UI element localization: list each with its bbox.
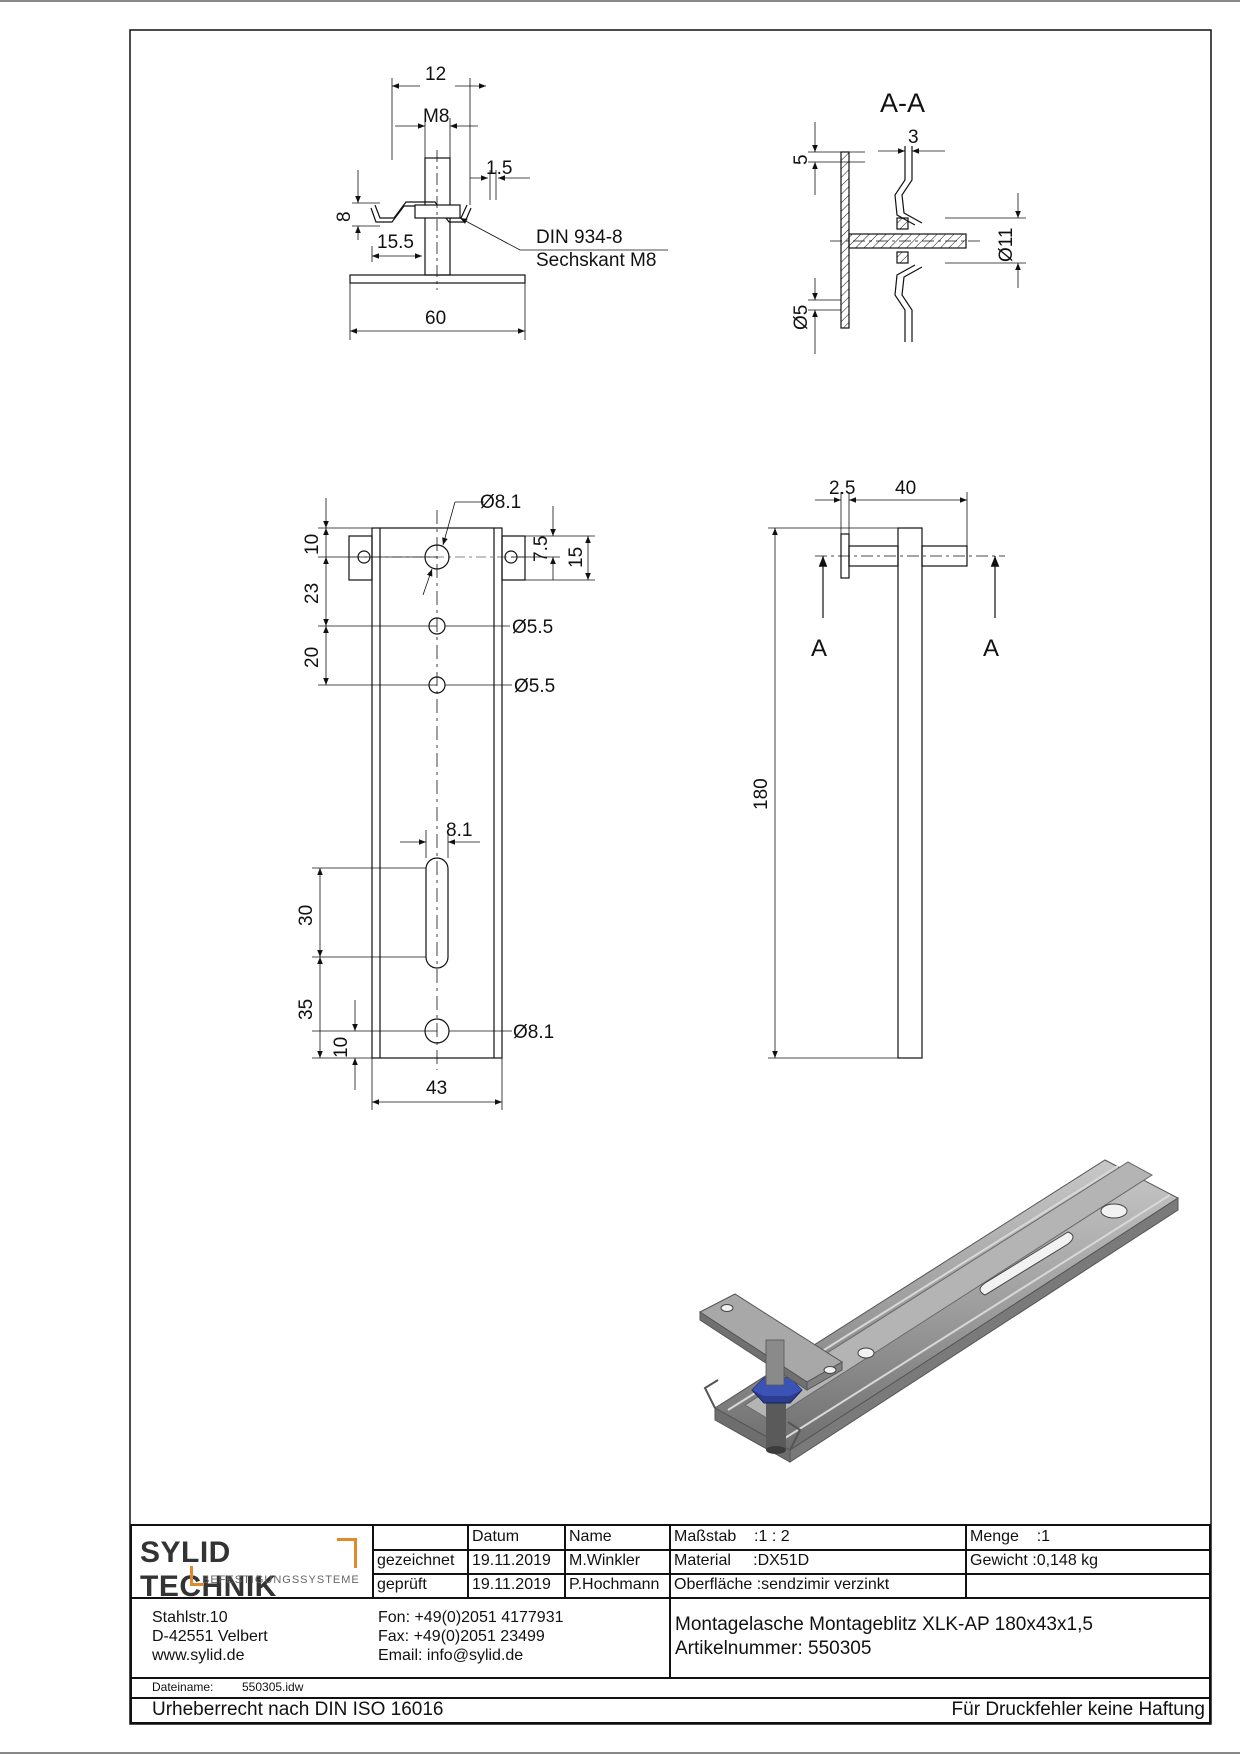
dim-side-plate: 2.5 bbox=[829, 478, 855, 499]
product-title: Montagelasche Montageblitz XLK-AP 180x43… bbox=[675, 1614, 1093, 1635]
dim-top-plate: 60 bbox=[425, 308, 446, 329]
dim-section-hole: Ø5 bbox=[791, 305, 812, 330]
dim-front-hole-mid-2: Ø5.5 bbox=[514, 676, 555, 697]
row-drawn-date: 19.11.2019 bbox=[472, 1552, 551, 1569]
title-block: SYLID TECHNIK BEFESTIGUNGSSYSTEME Datum … bbox=[130, 1524, 1211, 1724]
dim-front-edge-bottom: 10 bbox=[331, 1037, 352, 1058]
logo-tagline: BEFESTIGUNGSSYSTEME bbox=[202, 1574, 360, 1586]
row-checked-label: geprüft bbox=[377, 1576, 427, 1593]
header-name: Name bbox=[569, 1528, 612, 1545]
dim-front-spacing-2: 20 bbox=[302, 647, 323, 668]
dim-section-bolt: Ø11 bbox=[996, 227, 1017, 262]
top-view bbox=[349, 78, 668, 340]
row-checked-name: P.Hochmann bbox=[569, 1576, 660, 1593]
dim-side-length: 180 bbox=[751, 778, 772, 810]
callout-nut-standard: DIN 934-8 bbox=[536, 227, 623, 248]
prop-scale: Maßstab :1 : 2 bbox=[674, 1528, 790, 1545]
dim-side-bolt: 40 bbox=[895, 478, 916, 499]
row-drawn-name: M.Winkler bbox=[569, 1552, 641, 1569]
dim-front-tab-half: 7.5 bbox=[531, 536, 552, 562]
dim-front-tab: 15 bbox=[566, 547, 587, 568]
product-number: Artikelnummer: 550305 bbox=[675, 1638, 872, 1659]
company-logo: SYLID TECHNIK BEFESTIGUNGSSYSTEME bbox=[132, 1526, 372, 1603]
contact-fax: Fax: +49(0)2051 23499 bbox=[378, 1628, 545, 1645]
side-view-labels: 2.5 40 180 A A bbox=[751, 478, 999, 810]
section-mark-left: A bbox=[811, 635, 827, 662]
address-web: www.sylid.de bbox=[152, 1647, 245, 1664]
filename-label: Dateiname: bbox=[152, 1680, 214, 1694]
dim-section-thickness: 3 bbox=[908, 127, 919, 148]
contact-email: Email: info@sylid.de bbox=[378, 1647, 524, 1664]
dim-front-spacing-3: 35 bbox=[296, 999, 317, 1020]
side-view bbox=[768, 492, 1005, 1059]
address-street: Stahlstr.10 bbox=[152, 1609, 228, 1626]
dim-front-hole-top: Ø8.1 bbox=[480, 492, 521, 513]
dim-top-thread: M8 bbox=[423, 106, 449, 127]
section-mark-right: A bbox=[983, 635, 999, 662]
dim-top-flange: 15.5 bbox=[377, 232, 414, 253]
row-drawn-label: gezeichnet bbox=[377, 1552, 455, 1569]
top-view-labels: 12 M8 1.5 8 15.5 60 DIN 934-8 Sechskant … bbox=[334, 64, 656, 329]
disclaimer-notice: Für Druckfehler keine Haftung bbox=[951, 1699, 1205, 1720]
front-view bbox=[312, 498, 595, 1110]
dim-section-flange: 5 bbox=[791, 154, 812, 165]
dim-front-slot-width: 8.1 bbox=[446, 820, 472, 841]
callout-nut-type: Sechskant M8 bbox=[536, 250, 656, 271]
contact-phone: Fon: +49(0)2051 4177931 bbox=[378, 1609, 564, 1626]
copyright-notice: Urheberrecht nach DIN ISO 16016 bbox=[152, 1699, 444, 1720]
dim-front-width: 43 bbox=[426, 1078, 447, 1099]
dim-front-edge-top: 10 bbox=[302, 534, 323, 555]
section-view bbox=[808, 122, 1026, 354]
dim-top-thickness: 1.5 bbox=[486, 158, 512, 179]
dim-front-spacing-1: 23 bbox=[302, 583, 323, 604]
section-view-labels: A-A 5 3 Ø11 Ø5 bbox=[791, 88, 1017, 330]
dim-front-hole-bottom: Ø8.1 bbox=[513, 1022, 554, 1043]
prop-quantity: Menge :1 bbox=[970, 1528, 1051, 1545]
logo-wordmark: SYLID TECHNIK bbox=[140, 1536, 277, 1603]
dim-front-slot-length: 30 bbox=[296, 905, 317, 926]
prop-material: Material :DX51D bbox=[674, 1552, 810, 1569]
dim-top-width: 12 bbox=[425, 64, 446, 85]
dim-front-hole-mid-1: Ø5.5 bbox=[512, 617, 553, 638]
isometric-view bbox=[699, 1159, 1179, 1463]
dim-top-height: 8 bbox=[334, 211, 355, 222]
row-checked-date: 19.11.2019 bbox=[472, 1576, 551, 1593]
address-city: D-42551 Velbert bbox=[152, 1628, 268, 1645]
header-date: Datum bbox=[472, 1528, 520, 1545]
filename-value: 550305.idw bbox=[242, 1680, 304, 1694]
prop-surface: Oberfläche :sendzimir verzinkt bbox=[674, 1576, 890, 1593]
front-view-labels: Ø8.1 10 7.5 15 23 Ø5.5 20 Ø5.5 8.1 30 35… bbox=[296, 492, 587, 1099]
section-title: A-A bbox=[880, 88, 925, 118]
prop-weight: Gewicht :0,148 kg bbox=[970, 1552, 1099, 1569]
